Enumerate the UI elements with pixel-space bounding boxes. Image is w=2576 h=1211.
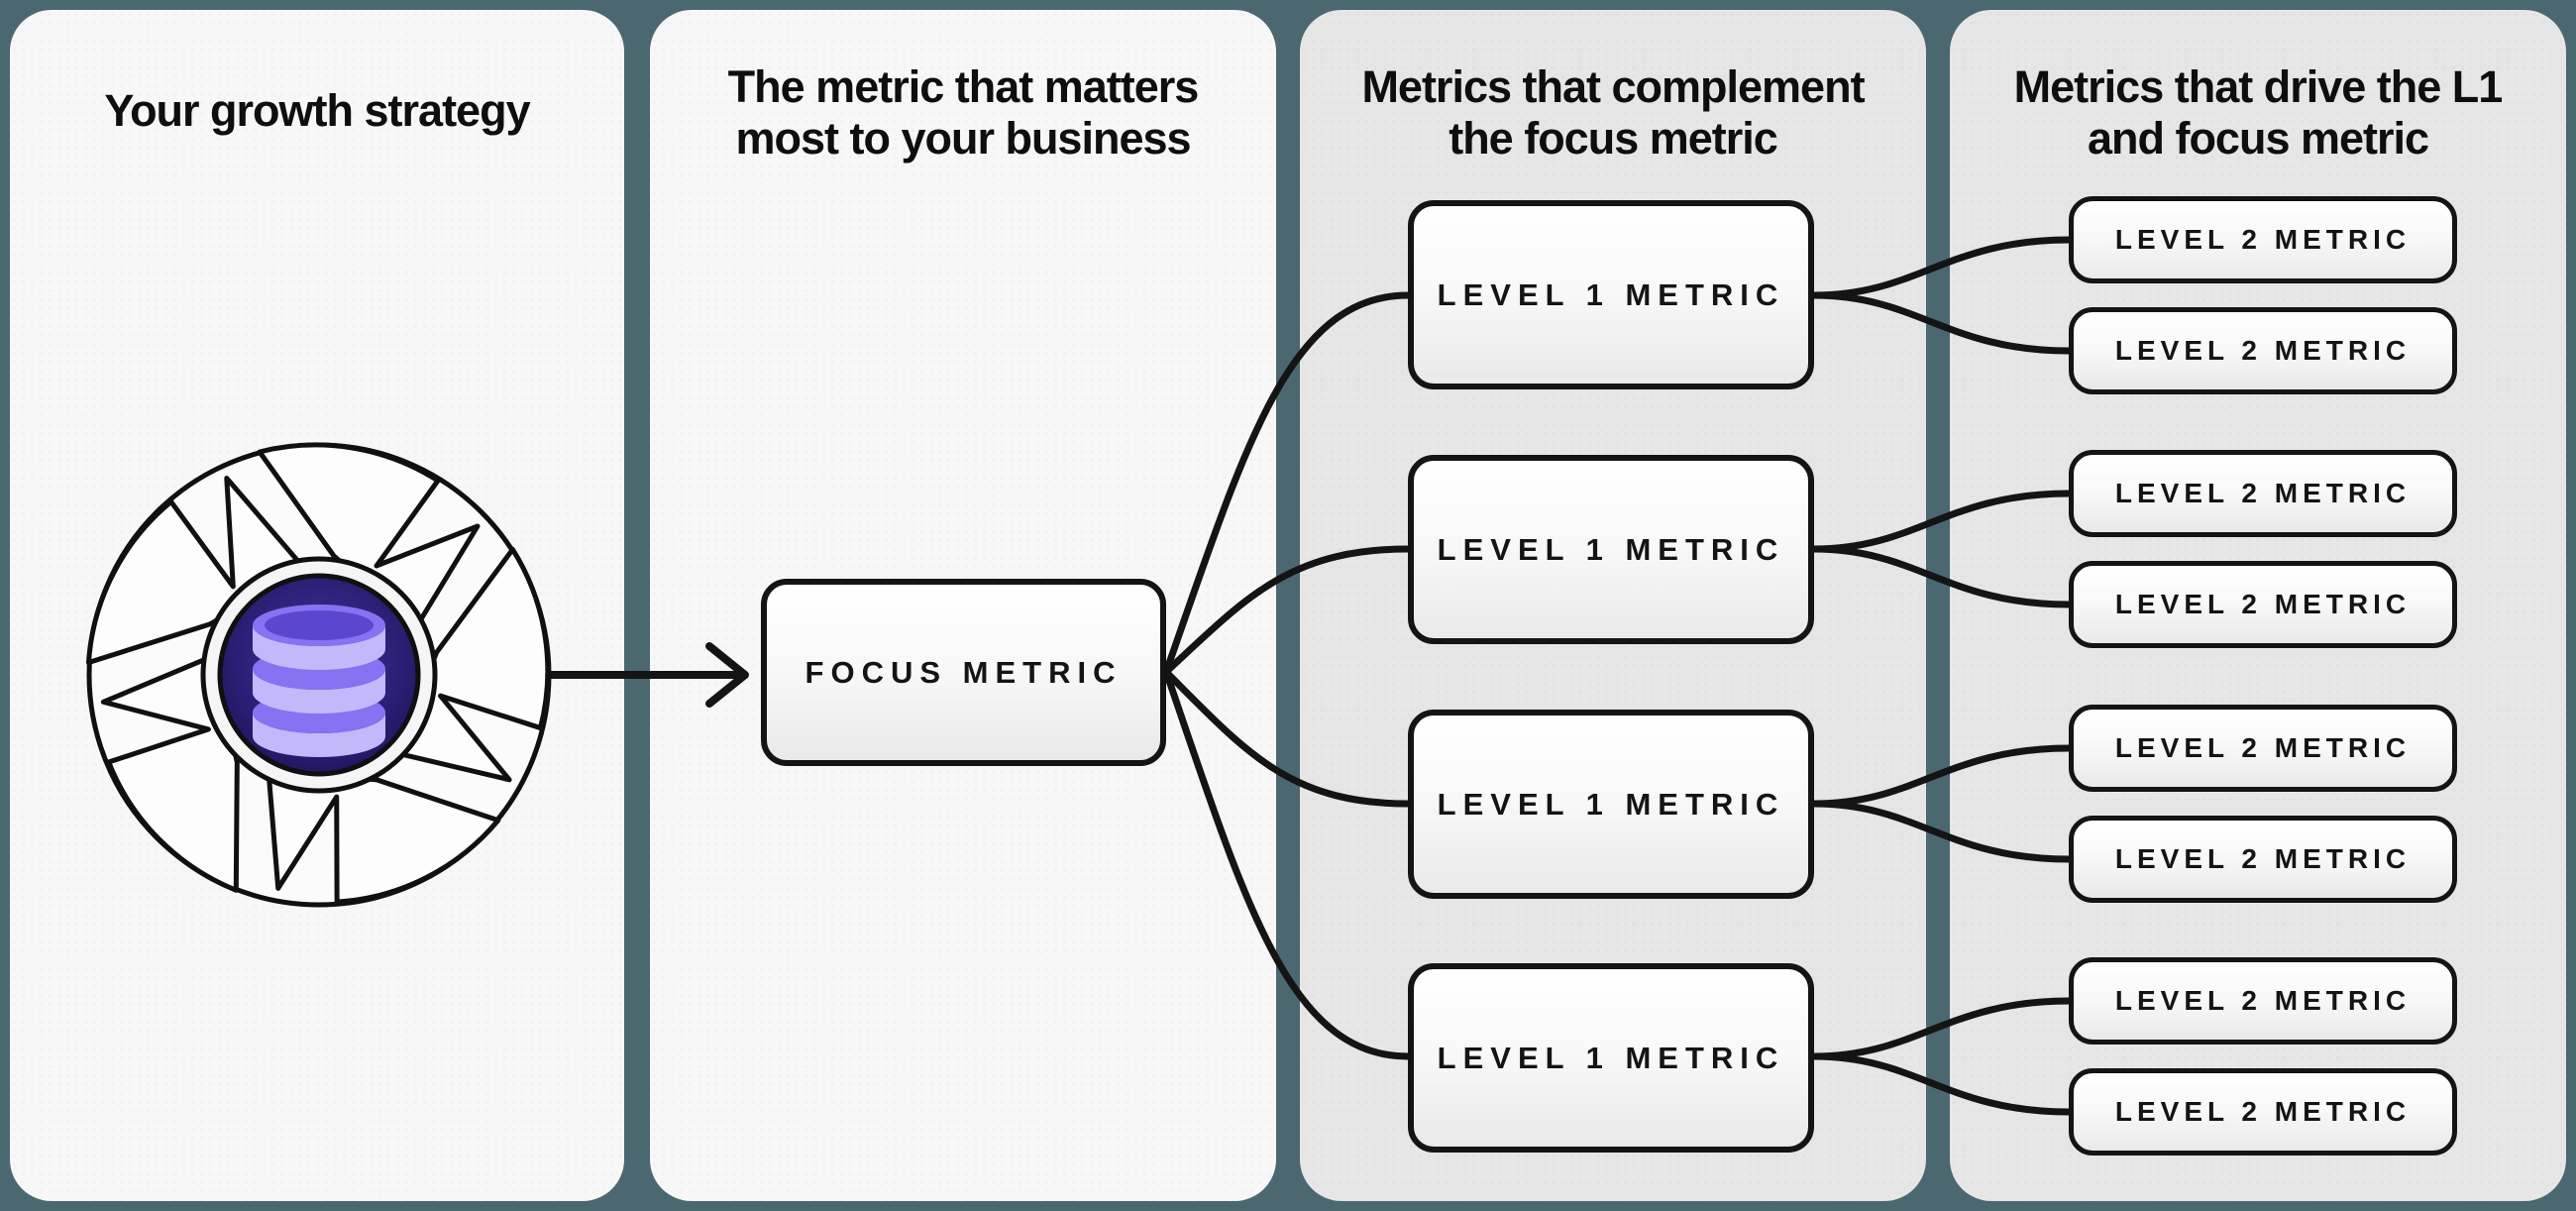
level2-metric-label: LEVEL 2 METRIC xyxy=(2114,843,2412,874)
panel-level2-metrics-title: Metrics that drive the L1 and focus metr… xyxy=(2013,61,2504,164)
level2-metric-box-7: LEVEL 2 METRIC xyxy=(2069,957,2457,1045)
level2-metric-box-2: LEVEL 2 METRIC xyxy=(2069,307,2457,394)
level2-metric-box-3: LEVEL 2 METRIC xyxy=(2069,450,2457,537)
level1-metric-label: LEVEL 1 METRIC xyxy=(1437,786,1785,822)
level2-metric-label: LEVEL 2 METRIC xyxy=(2114,589,2412,619)
level1-metric-box-1: LEVEL 1 METRIC xyxy=(1408,200,1814,389)
level2-metric-label: LEVEL 2 METRIC xyxy=(2114,478,2412,508)
level2-metric-label: LEVEL 2 METRIC xyxy=(2114,985,2412,1016)
focus-to-l1-connectors xyxy=(1162,291,1412,1060)
level2-metric-box-5: LEVEL 2 METRIC xyxy=(2069,705,2457,792)
level1-metric-box-3: LEVEL 1 METRIC xyxy=(1408,710,1814,899)
level1-metric-label: LEVEL 1 METRIC xyxy=(1437,531,1785,567)
l1-to-l2-connectors xyxy=(1810,236,2073,1116)
level2-metric-label: LEVEL 2 METRIC xyxy=(2114,335,2412,366)
level2-metric-box-8: LEVEL 2 METRIC xyxy=(2069,1068,2457,1156)
level2-metric-box-4: LEVEL 2 METRIC xyxy=(2069,561,2457,648)
level1-metric-box-4: LEVEL 1 METRIC xyxy=(1408,963,1814,1153)
panel-focus-metric-title: The metric that matters most to your bus… xyxy=(727,61,1200,164)
panel-growth-strategy-title: Your growth strategy xyxy=(104,85,530,136)
level2-metric-box-6: LEVEL 2 METRIC xyxy=(2069,816,2457,903)
level1-metric-label: LEVEL 1 METRIC xyxy=(1437,276,1785,312)
level1-metric-box-2: LEVEL 1 METRIC xyxy=(1408,455,1814,644)
level2-metric-label: LEVEL 2 METRIC xyxy=(2114,1096,2412,1127)
focus-metric-box: FOCUS METRIC xyxy=(761,579,1166,766)
panel-level1-metrics-title: Metrics that complement the focus metric xyxy=(1361,61,1865,164)
database-icon xyxy=(253,605,385,757)
level1-metric-label: LEVEL 1 METRIC xyxy=(1437,1040,1785,1075)
arrow-right-icon xyxy=(547,642,749,708)
level2-metric-label: LEVEL 2 METRIC xyxy=(2114,732,2412,763)
level2-metric-box-1: LEVEL 2 METRIC xyxy=(2069,196,2457,283)
level2-metric-label: LEVEL 2 METRIC xyxy=(2114,224,2412,255)
focus-metric-label: FOCUS METRIC xyxy=(805,654,1123,690)
flywheel-icon xyxy=(85,442,552,908)
